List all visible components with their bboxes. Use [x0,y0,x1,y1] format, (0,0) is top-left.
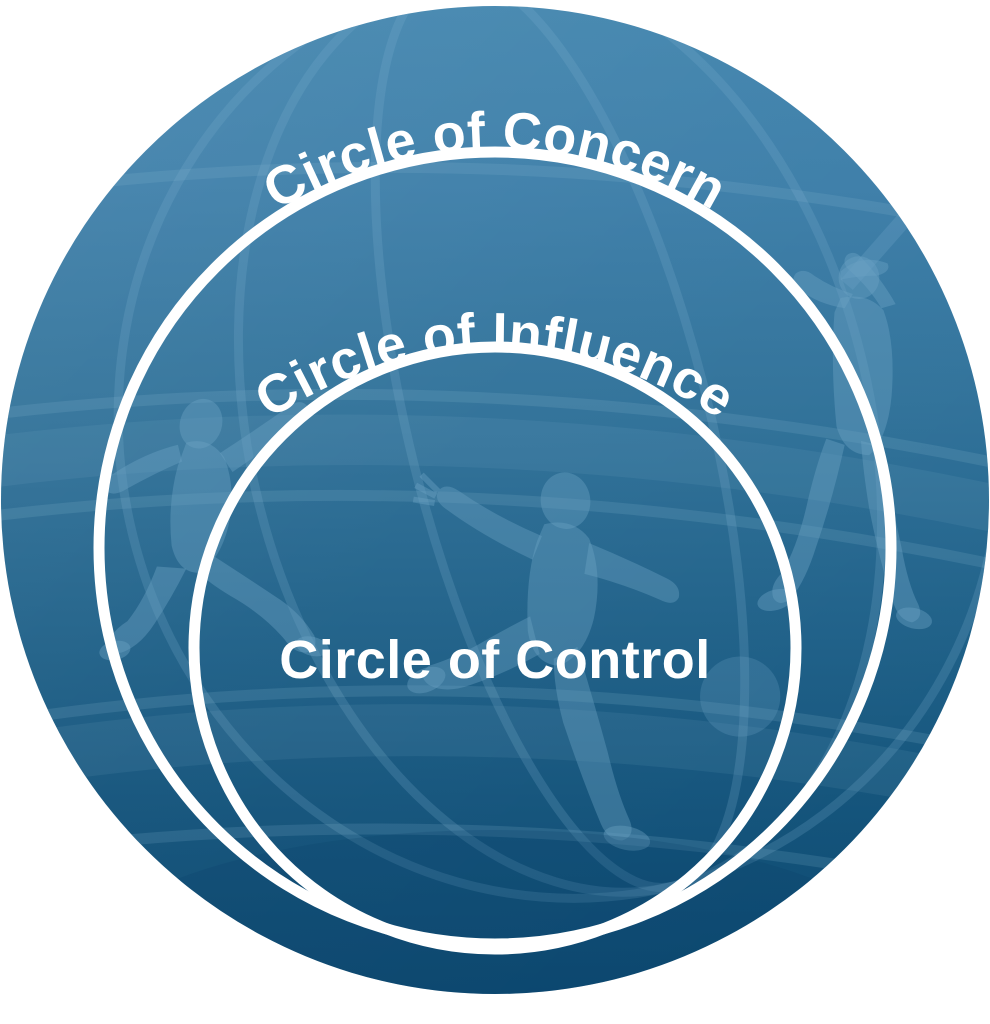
long-jumper-silhouette [99,398,329,661]
globe-latitude-3 [1,489,989,578]
swoosh-band-1 [1,414,989,540]
label-circle-of-control: Circle of Control [279,630,711,690]
globe-latitude-4 [1,685,989,766]
ring-control[interactable] [188,341,802,955]
control-circle-stroke [188,341,802,955]
globe-latitude-2 [1,388,989,476]
globe-swoosh-bands [1,414,989,824]
soccer-player-silhouette [407,472,781,851]
swoosh-band-2 [1,704,989,824]
bottom-shading [65,830,925,994]
